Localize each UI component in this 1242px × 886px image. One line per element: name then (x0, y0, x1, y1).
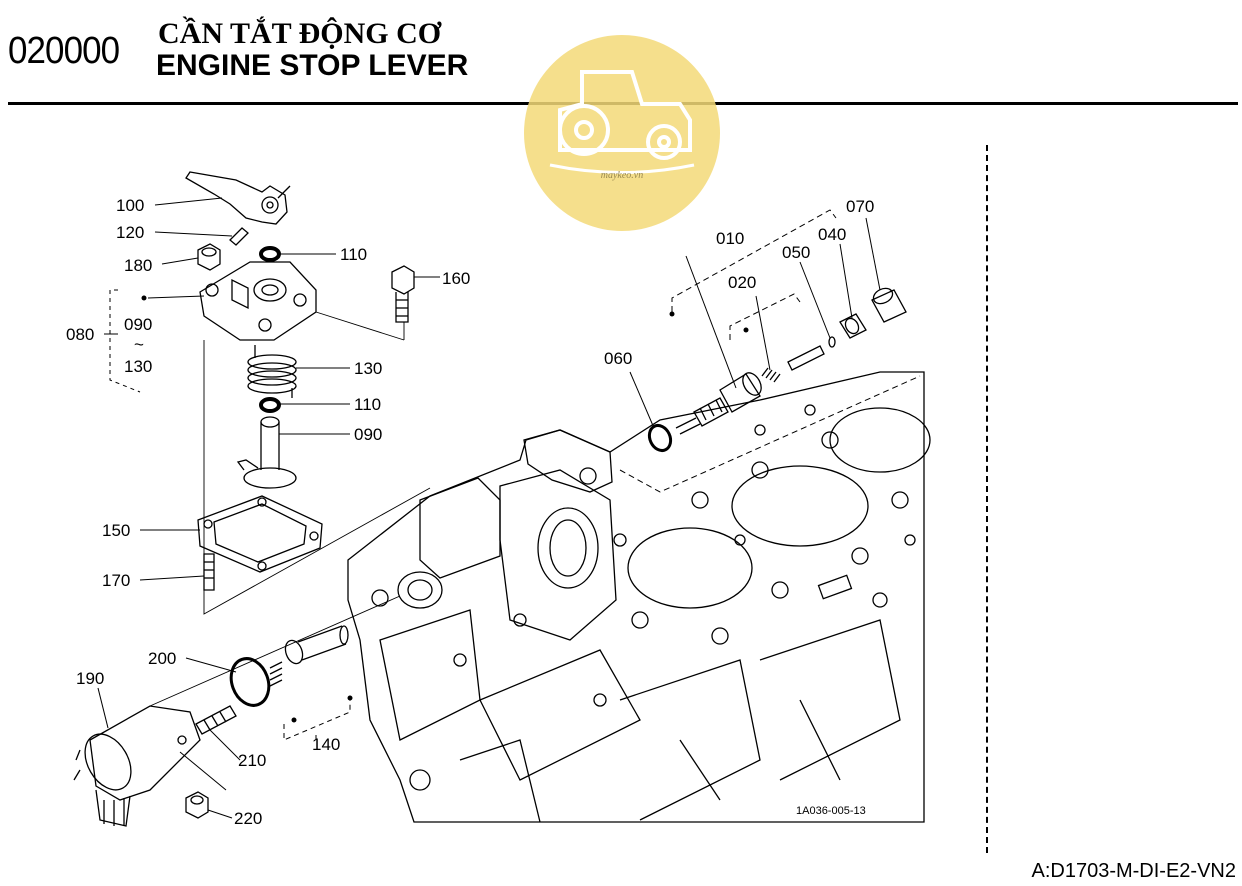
engine-block (347, 371, 931, 823)
nut-220-part (185, 791, 209, 819)
gasket-part (197, 495, 323, 573)
valve-nut-part (839, 313, 867, 339)
callout-040: 040 (818, 225, 846, 244)
callout-110-top: 110 (340, 245, 367, 264)
valve-spring-part (761, 367, 781, 383)
section-code: 020000 (8, 30, 120, 72)
callout-130: 130 (354, 359, 382, 378)
callout-020: 020 (728, 273, 756, 292)
callout-170: 170 (102, 571, 130, 590)
callout-130-range-end: 130 (124, 357, 152, 376)
callout-150: 150 (102, 521, 130, 540)
nut-part (197, 243, 221, 271)
callout-050: 050 (782, 243, 810, 262)
callout-090-range-start: 090 (124, 315, 152, 334)
bracket-part (199, 261, 317, 341)
callout-070: 070 (846, 197, 874, 216)
callout-110-bottom: 110 (354, 395, 381, 414)
callout-080: 080 (66, 325, 94, 344)
stud-part (203, 553, 215, 591)
valve-pin-part (787, 345, 825, 371)
page-divider (986, 145, 988, 853)
callout-060: 060 (604, 349, 632, 368)
callout-010: 010 (716, 229, 744, 248)
valve-cap-part (871, 289, 907, 323)
tractor-icon (558, 70, 692, 160)
callout-200: 200 (148, 649, 176, 668)
callout-120: 120 (116, 223, 144, 242)
small-spring-part (269, 661, 283, 687)
o-ring-part (229, 657, 271, 707)
watermark-logo: maykeo.vn (524, 35, 720, 231)
solenoid-part (73, 705, 201, 827)
lever-part (185, 171, 288, 225)
drawing-number: 1A036-005-13 (796, 805, 866, 817)
page-title-vietnamese: CẦN TẮT ĐỘNG CƠ (158, 17, 442, 50)
shaft-part (236, 416, 297, 489)
valve-body-part (675, 372, 762, 435)
watermark-text: maykeo.vn (601, 170, 643, 181)
callout-140: 140 (312, 735, 340, 754)
callout-range-mark: ~ (134, 335, 144, 354)
washer-part (259, 246, 281, 262)
callout-190: 190 (76, 669, 104, 688)
spring-part (247, 345, 297, 398)
model-code: A:D1703-M-DI-E2-VN2 (1031, 860, 1236, 882)
callout-090: 090 (354, 425, 382, 444)
callout-210: 210 (238, 751, 266, 770)
plunger-part (284, 625, 349, 665)
callout-220: 220 (234, 809, 262, 828)
stud-bolt-part (195, 705, 237, 735)
seal-part (647, 423, 673, 453)
bolt-part (391, 265, 415, 295)
page-title-english: ENGINE STOP LEVER (156, 49, 469, 82)
callout-100: 100 (116, 196, 144, 215)
callout-160: 160 (442, 269, 470, 288)
callout-180: 180 (124, 256, 152, 275)
pin-part (229, 227, 249, 246)
